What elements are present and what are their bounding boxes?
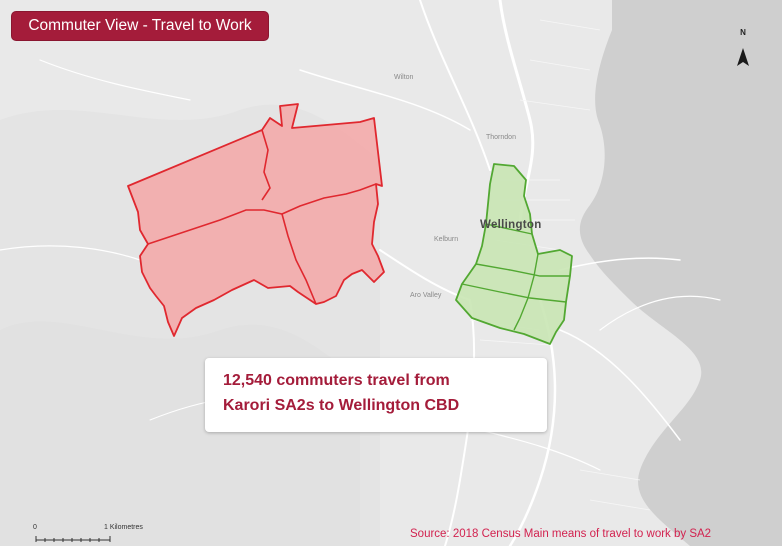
map-label-kelburn: Kelburn: [434, 236, 459, 243]
callout-line-2: Karori SA2s to Wellington CBD: [223, 397, 460, 414]
north-label: N: [740, 28, 746, 37]
scale-bar: 0 1 Kilometres: [26, 524, 176, 544]
origin-area-karori[interactable]: [127, 103, 385, 337]
callout-line-1: 12,540 commuters travel from: [223, 372, 450, 389]
scale-end-label: 1 Kilometres: [104, 524, 143, 531]
commuter-callout: 12,540 commuters travel from Karori SA2s…: [205, 358, 547, 432]
north-arrow-icon: [737, 48, 749, 66]
map-label-thorndon: Thorndon: [486, 134, 516, 141]
harbour-water: [579, 0, 782, 546]
north-indicator: N: [732, 28, 754, 72]
scale-start-label: 0: [33, 524, 37, 531]
map-label-wellington: Wellington: [480, 219, 542, 231]
map-label-aro-valley: Aro Valley: [410, 292, 442, 299]
scale-bar-icon: [35, 536, 111, 542]
map-label-wilton: Wilton: [394, 74, 414, 81]
source-note: Source: 2018 Census Main means of travel…: [410, 528, 712, 540]
map-title-badge: Commuter View - Travel to Work: [12, 12, 268, 40]
destination-area-wellington-cbd[interactable]: [455, 163, 573, 345]
